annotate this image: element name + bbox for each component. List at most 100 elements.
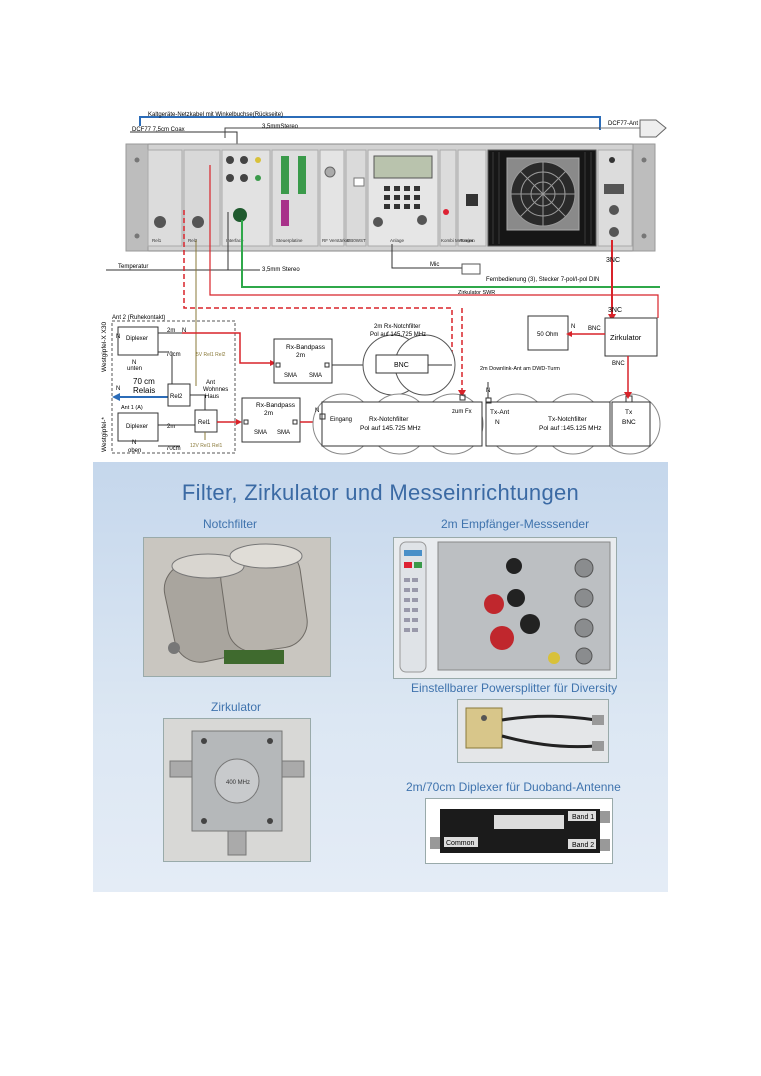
filter-chain [312, 393, 661, 455]
panel-title: Filter, Zirkulator und Messeinrichtungen [181, 480, 580, 505]
power-cable-label: Kaltgeräte-Netzkabel mit Winkelbuchse(Rü… [148, 112, 283, 118]
relay-rel1 [194, 409, 218, 433]
tx-dashed-line [183, 210, 453, 358]
circ-swr-label: Zirkulator SWR [458, 290, 495, 296]
photo-panel: Filter, Zirkulator und Messeinrichtungen… [93, 462, 668, 892]
diplexer-lower [117, 412, 159, 442]
port-70cm: 70cm [166, 446, 181, 452]
port-n: N [132, 440, 136, 446]
rx-notch-label: Rx-Notchfilter [369, 416, 409, 423]
temperature-label: Temperatur [118, 264, 148, 270]
west-gipfel-2-label: Westgipfel-* [101, 417, 108, 452]
bnc-box [375, 354, 429, 374]
mic-label: Mic [430, 262, 439, 268]
common-label: Common [446, 840, 475, 847]
notchfilter-photo [143, 537, 331, 677]
west-gipfel-1-label: Westgipfel-X X30 [101, 322, 108, 372]
remote-label: Fernbedienung (3), Stecker 7-pol/I-pol D… [486, 277, 599, 283]
rx-bandpass-upper-band: 2m [296, 352, 305, 359]
sma-port: SMA [277, 430, 290, 436]
dcf-coax-label: DCF77 7,5cm Coax [132, 127, 185, 133]
mic-connector [461, 263, 481, 275]
relay-rel2-label: Rel2 [170, 394, 183, 400]
rack-enclosure [125, 143, 656, 252]
tx-notch-pol: Pol auf :145.125 MHz [539, 425, 602, 432]
tx-bnc-label: BNC [622, 419, 636, 426]
circulator-box [604, 317, 658, 357]
relais-label-line1: 70 cm [133, 377, 155, 386]
rx-bandpass-lower-label: Rx-Bandpass [256, 402, 296, 409]
rx-bandpass-lower-band: 2m [264, 410, 273, 417]
mic-cable [391, 244, 462, 269]
circulator-photo: 400 MHz [163, 718, 311, 862]
stereo-top-label: 3,5mmStereo [262, 124, 299, 130]
port-n: N [182, 328, 186, 334]
circulator-label: Zirkulator [610, 333, 642, 342]
tx-label: Tx [625, 409, 633, 416]
sma-port: SMA [284, 373, 297, 379]
notch-top-pol: Pol auf 145,725 MHz [370, 332, 426, 338]
circ-swr-cable [209, 165, 659, 318]
rack-module-label: Interface [226, 238, 244, 243]
diplexer-lower-label: Diplexer [126, 424, 148, 430]
rack-module-label: Kombi Messeinr. [441, 238, 474, 243]
diplexer-photo: Band 1 Band 2 Common [425, 798, 613, 864]
bnc-label: BNC [394, 362, 409, 369]
caption-receiver: 2m Empfänger-Messsender [441, 517, 590, 531]
downlink-label: 2m Downlink-Ant am DWD-Turm [480, 366, 560, 372]
diplexer-upper [117, 326, 159, 356]
relais-label-line2: Relais [133, 386, 155, 395]
port-70cm: 70cm [166, 352, 181, 358]
port-n: N [132, 360, 136, 366]
rack-module-label: RF Verstärker [322, 238, 350, 243]
oben-label: oben [128, 448, 141, 454]
caption-splitter: Einstellbarer Powersplitter für Diversit… [411, 681, 618, 695]
tx-ant-label: Tx-Ant [490, 409, 509, 416]
port-n: N [116, 334, 120, 340]
rack-module-label: Rel2 [188, 238, 198, 243]
rx-bandpass-upper [273, 338, 333, 384]
ant1-label: Ant 1 (A) [121, 405, 143, 411]
unten-label: unten [127, 366, 142, 372]
rel-5v-label: 5V Rel1 Rel2 [196, 352, 226, 358]
port-n: N [116, 386, 120, 392]
port-2m: 2m [167, 424, 175, 430]
port-n: N [571, 324, 575, 330]
caption-circulator: Zirkulator [211, 700, 262, 714]
bnc-top-label: 3NC [606, 257, 620, 264]
ant-haus-line2: Wohnnes [203, 387, 228, 393]
tx-notch-label: Tx-Notchfilter [548, 416, 587, 423]
rack-module-label: Anlage [390, 238, 405, 243]
notch-top-label: 2m Rx-Notchfilter [374, 324, 420, 330]
rel-12v-label: 12V Rel1 Rel1 [190, 443, 222, 449]
band2-label: Band 2 [572, 842, 594, 849]
bnc-port: BNC [588, 326, 601, 332]
diplexer-upper-label: Diplexer [126, 336, 148, 342]
receiver-photo [393, 537, 617, 679]
bnc-port: BNC [612, 361, 625, 367]
rack-module-label: DB0WST [347, 238, 366, 243]
antenna-site-boundary [111, 320, 236, 454]
port-2m: 2m [167, 328, 175, 334]
rx-bandpass-lower [241, 397, 301, 443]
sma-port: SMA [309, 373, 322, 379]
sma-port: SMA [254, 430, 267, 436]
rack-module-label: Tongen [460, 238, 475, 243]
ant-haus-line1: Ant [206, 380, 215, 386]
dummy-load-label: 50 Ohm [537, 332, 558, 338]
stereo-top-line [224, 127, 606, 138]
dcf-antenna-label: DCF77-Ant [608, 121, 638, 127]
band1-label: Band 1 [572, 814, 594, 821]
relay-rel1-label: Rel1 [198, 420, 211, 426]
ant2-label: Ant 2 (Ruhekontakt) [112, 315, 165, 321]
caption-notchfilter: Notchfilter [203, 517, 258, 531]
splitter-photo [457, 699, 609, 763]
rx-bandpass-upper-label: Rx-Bandpass [286, 344, 326, 351]
eingang-label: Eingang [330, 417, 352, 423]
stereo-bottom-label: 3,5mm Stereo [262, 267, 300, 273]
zum-fx-label: zum Fx [452, 409, 472, 415]
ant-haus-line3: Haus [205, 394, 219, 400]
power-cable-line [139, 116, 601, 130]
port-n: N [495, 419, 500, 426]
remote-cable [241, 220, 660, 288]
